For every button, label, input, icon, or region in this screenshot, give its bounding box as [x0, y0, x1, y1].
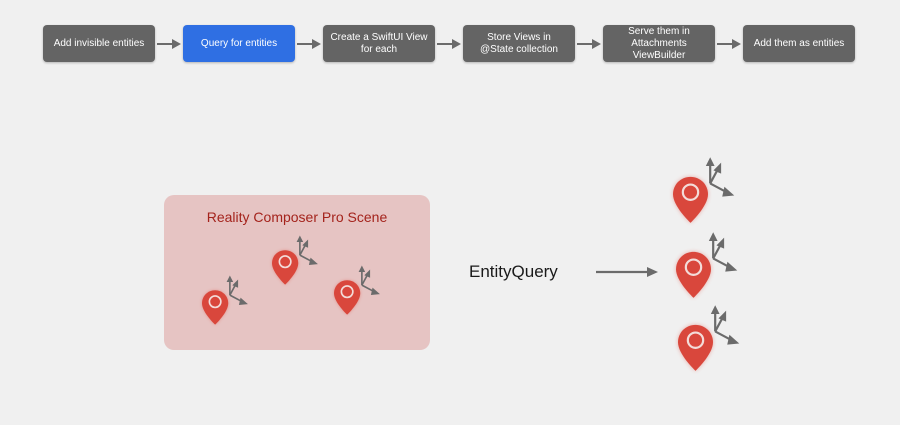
arrow-right-icon: [596, 267, 658, 277]
scene-marker: [334, 262, 398, 326]
step-query-for-entities: Query for entities: [183, 25, 295, 62]
result-marker: [676, 230, 746, 308]
arrow-right-icon: [157, 39, 181, 49]
result-marker: [678, 303, 748, 381]
scene-title: Reality Composer Pro Scene: [206, 209, 388, 225]
step-add-as-entities: Add them as entities: [743, 25, 855, 62]
arrow-right-icon: [297, 39, 321, 49]
result-marker: [673, 155, 743, 233]
step-create-swiftui-view: Create a SwiftUI View for each: [323, 25, 435, 62]
arrow-right-icon: [437, 39, 461, 49]
entity-query-label: EntityQuery: [469, 262, 558, 281]
scene-marker: [202, 272, 266, 336]
reality-composer-scene: Reality Composer Pro Scene: [164, 195, 430, 350]
arrow-right-icon: [717, 39, 741, 49]
arrow-right-icon: [577, 39, 601, 49]
scene-marker: [272, 232, 336, 296]
step-add-invisible-entities: Add invisible entities: [43, 25, 155, 62]
step-serve-attachments: Serve them in Attachments ViewBuilder: [603, 25, 715, 62]
step-store-views: Store Views in @State collection: [463, 25, 575, 62]
